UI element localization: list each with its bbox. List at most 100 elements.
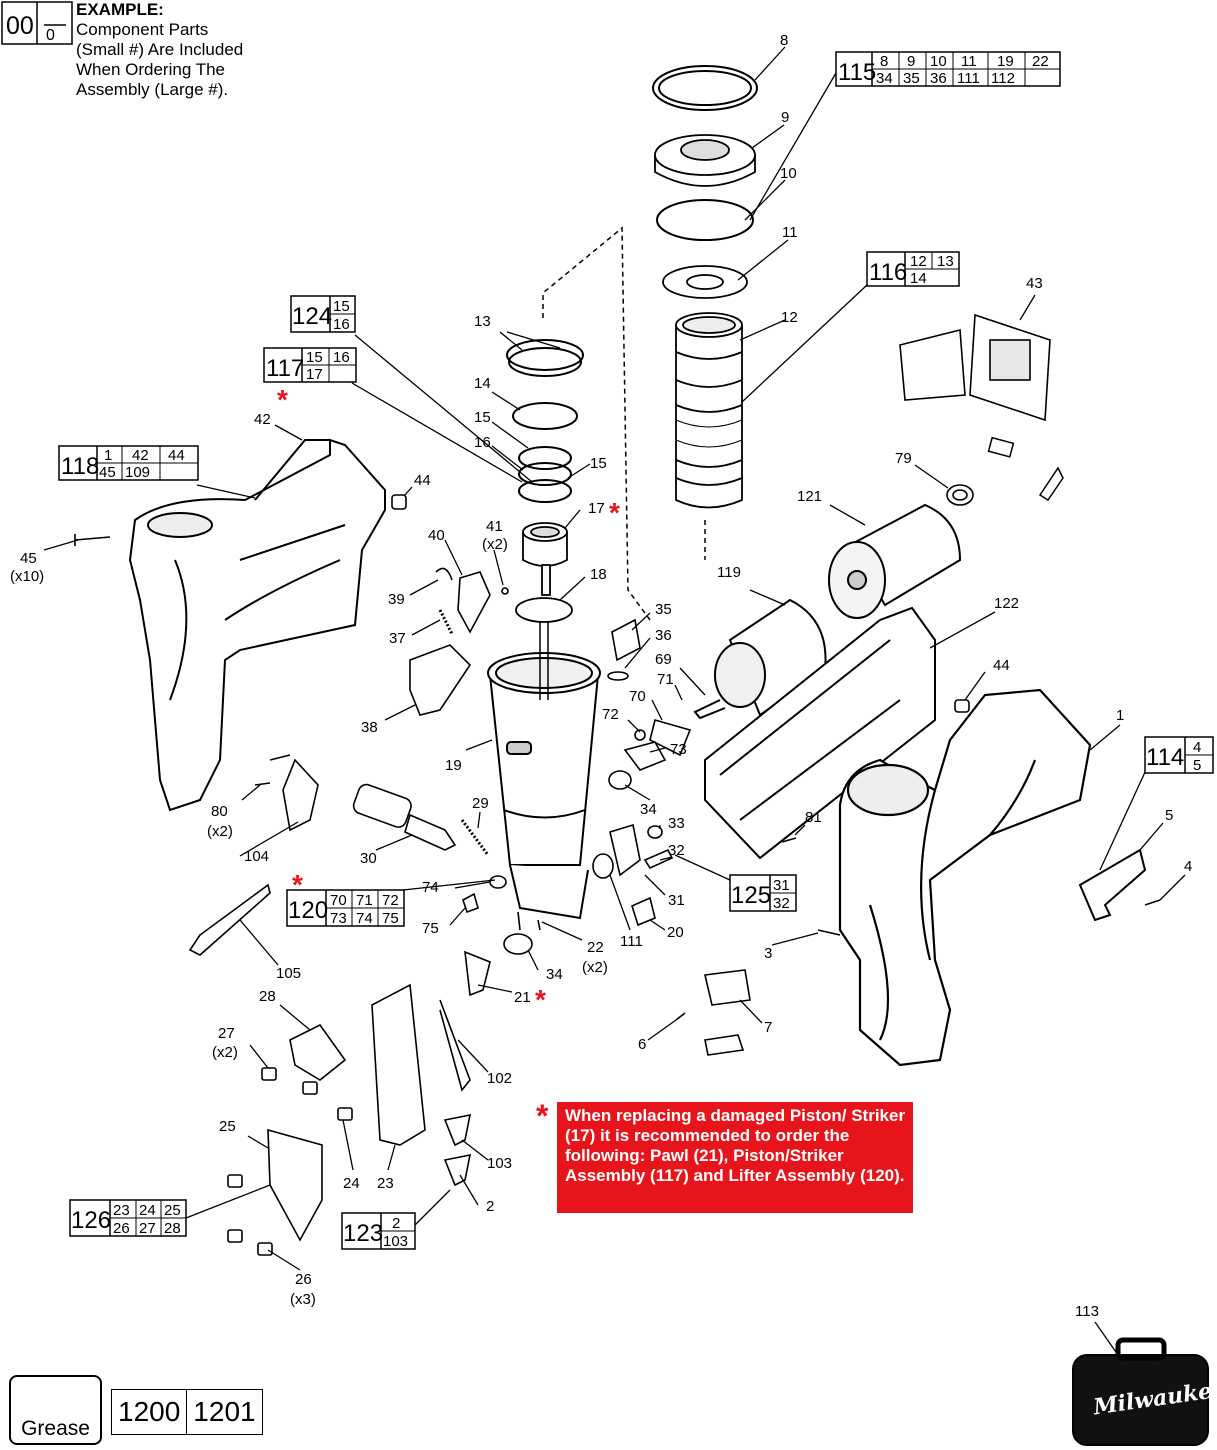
part-label: 11 xyxy=(782,224,798,241)
svg-text:15: 15 xyxy=(333,298,350,315)
part-label: 15 xyxy=(474,409,491,426)
svg-text:14: 14 xyxy=(910,270,927,287)
svg-text:9: 9 xyxy=(907,53,915,70)
part-label: 121 xyxy=(797,488,822,505)
svg-text:112: 112 xyxy=(991,70,1015,87)
svg-text:73: 73 xyxy=(330,910,347,927)
part-label: 10 xyxy=(780,165,797,182)
part-label: 34 xyxy=(640,801,657,818)
part-label: 36 xyxy=(655,627,672,644)
part-label: 9 xyxy=(781,109,789,126)
part-label: 1 xyxy=(1116,707,1124,724)
assembly-118: 118 1 42 44 45 109 xyxy=(58,445,199,481)
part-label: 28 xyxy=(259,988,276,1005)
part-label: 73 xyxy=(670,741,687,758)
svg-text:19: 19 xyxy=(997,53,1014,70)
asterisk-marker: * xyxy=(277,384,288,415)
part-label: 5 xyxy=(1165,807,1173,824)
svg-text:44: 44 xyxy=(168,447,185,464)
part-label: 122 xyxy=(994,595,1019,612)
part-label: 4 xyxy=(1184,858,1192,875)
example-box: 00 0 xyxy=(1,1,73,45)
part-label: 23 xyxy=(377,1175,394,1192)
housing-left-42 xyxy=(128,438,386,812)
svg-text:16: 16 xyxy=(333,349,350,366)
example-line: (Small #) Are Included xyxy=(76,40,244,59)
small-parts-43 xyxy=(987,436,1064,502)
svg-text:16: 16 xyxy=(333,316,350,333)
svg-text:103: 103 xyxy=(383,1233,408,1250)
example-small-number: 0 xyxy=(46,27,55,44)
svg-text:75: 75 xyxy=(382,910,399,927)
part-label: 44 xyxy=(414,472,431,489)
piston-17 xyxy=(522,522,568,567)
part-label: 21 xyxy=(514,989,531,1006)
small-parts xyxy=(74,494,1161,1256)
svg-text:2: 2 xyxy=(392,1215,400,1232)
part-label: (x2) xyxy=(482,536,508,553)
svg-text:12: 12 xyxy=(910,253,927,270)
pcb-43 xyxy=(899,313,1051,422)
svg-text:45: 45 xyxy=(99,464,116,481)
cylinder-housing-19 xyxy=(487,652,601,920)
assembly-117: 117 15 16 17 xyxy=(263,347,357,383)
alignment-dashes xyxy=(542,226,651,621)
part-label: 26 xyxy=(295,1271,312,1288)
part-label: 7 xyxy=(764,1019,772,1036)
assembly-114: 114 4 5 xyxy=(1144,736,1214,774)
svg-text:116: 116 xyxy=(869,259,907,286)
svg-text:74: 74 xyxy=(356,910,373,927)
svg-text:117: 117 xyxy=(266,355,304,382)
svg-text:72: 72 xyxy=(382,892,399,909)
svg-text:36: 36 xyxy=(930,70,947,87)
asterisk-marker: * xyxy=(535,984,546,1015)
part-label: 15 xyxy=(590,455,607,472)
part-label: 32 xyxy=(668,842,685,859)
assembly-125: 125 31 32 xyxy=(729,874,797,912)
part-label: 6 xyxy=(638,1036,646,1053)
part-label: 80 xyxy=(211,803,228,820)
example-line: When Ordering The xyxy=(76,60,225,79)
svg-text:31: 31 xyxy=(773,877,790,894)
grease-box: Grease xyxy=(9,1375,102,1445)
part-label: 12 xyxy=(781,309,798,326)
part-label: 111 xyxy=(620,933,643,950)
assembly-124: 124 15 16 xyxy=(290,295,356,333)
example-legend: EXAMPLE: Component Parts (Small #) Are I… xyxy=(76,0,243,100)
motor-121 xyxy=(828,503,962,619)
svg-text:109: 109 xyxy=(125,464,150,481)
assembly-120: 120 70 71 72 73 74 75 xyxy=(286,889,405,927)
striker-blade xyxy=(539,622,549,700)
part-label: 29 xyxy=(472,795,489,812)
part-label: 16 xyxy=(474,434,491,451)
rings-13-16 xyxy=(506,339,584,503)
part-label: 119 xyxy=(717,564,741,581)
svg-text:13: 13 xyxy=(937,253,954,270)
part-label: 113 xyxy=(1075,1303,1099,1320)
part-label: 39 xyxy=(388,591,405,608)
part-label: 71 xyxy=(657,671,674,688)
svg-text:1: 1 xyxy=(104,447,112,464)
grease-part-number: 1201 xyxy=(193,1396,256,1427)
washer-11 xyxy=(662,265,748,299)
part-label: 8 xyxy=(780,32,788,49)
part-label: 41 xyxy=(486,518,503,535)
note-asterisk: * xyxy=(536,1098,549,1134)
example-title: EXAMPLE: xyxy=(76,0,164,19)
grease-part-numbers: 1200 1201 xyxy=(111,1389,263,1435)
example-big-number: 00 xyxy=(6,12,34,40)
bumper-18 xyxy=(515,564,573,623)
svg-text:124: 124 xyxy=(292,303,332,330)
part-label: 79 xyxy=(895,450,912,467)
part-label: 14 xyxy=(474,375,491,392)
svg-text:42: 42 xyxy=(132,447,149,464)
carrying-case-113 xyxy=(1072,1337,1209,1446)
part-label: 19 xyxy=(445,757,462,774)
svg-text:120: 120 xyxy=(288,897,328,924)
part-label: 25 xyxy=(219,1118,236,1135)
svg-text:25: 25 xyxy=(164,1202,181,1219)
part-label: 34 xyxy=(546,966,563,983)
part-label: (x10) xyxy=(10,568,44,585)
part-label: 22 xyxy=(587,939,604,956)
svg-text:35: 35 xyxy=(903,70,920,87)
